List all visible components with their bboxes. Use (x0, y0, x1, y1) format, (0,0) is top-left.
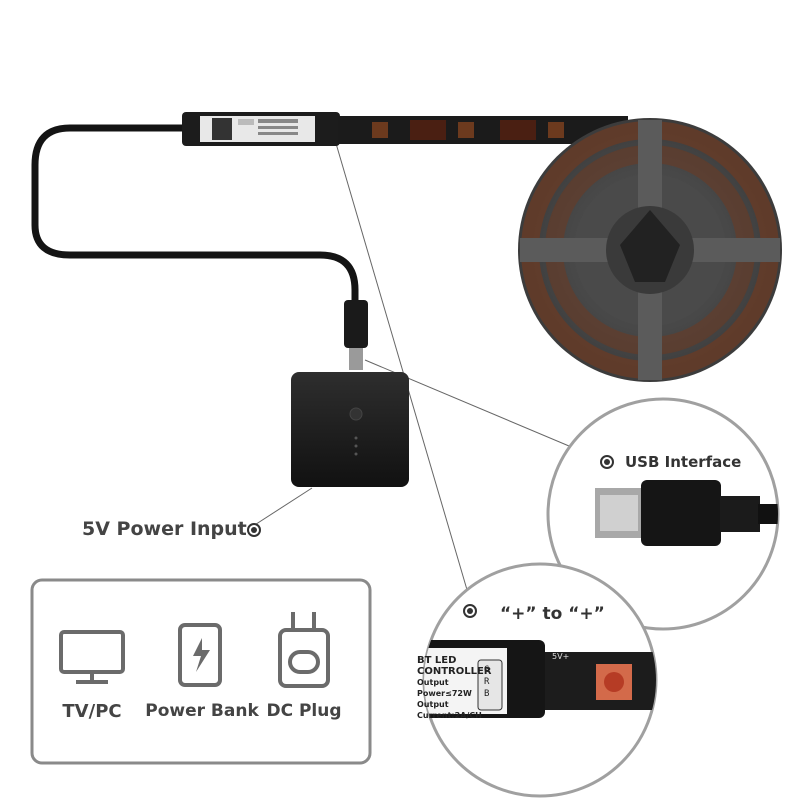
power-callout-marker (247, 523, 261, 537)
wall-plug-icon (278, 612, 330, 688)
bt-controller (182, 112, 340, 146)
pin-b: B (484, 689, 490, 699)
controller-line4: Output Current:2A/CH (417, 700, 482, 720)
usb-plug (344, 300, 368, 370)
pin-r: R (484, 677, 490, 687)
power-input-label: 5V Power Input (82, 518, 247, 540)
power-sources-panel (30, 578, 372, 765)
terminal-label: 5V+ (552, 652, 570, 661)
pin-g: G (484, 665, 490, 675)
power-source-dc-plug: DC Plug (266, 701, 342, 721)
usb-zoom-circle (546, 397, 780, 631)
usb-interface-label: USB Interface (625, 453, 742, 471)
led-strip-reel (518, 118, 782, 382)
monitor-icon (59, 630, 125, 684)
led-strip (338, 116, 628, 144)
controller-line2: CONTROLLER (417, 666, 492, 677)
controller-line1: BT LED (417, 655, 457, 666)
power-source-tv-pc: TV/PC (62, 701, 122, 722)
polarity-label: “+” to “+” (500, 604, 605, 624)
power-bank-icon (178, 623, 222, 687)
controller-line3: Output Power≤72W (417, 678, 472, 698)
usb-cable (31, 124, 359, 309)
usb-power-hub (291, 372, 409, 487)
power-source-power-bank: Power Bank (145, 701, 259, 721)
controller-zoom-circle (422, 562, 658, 798)
